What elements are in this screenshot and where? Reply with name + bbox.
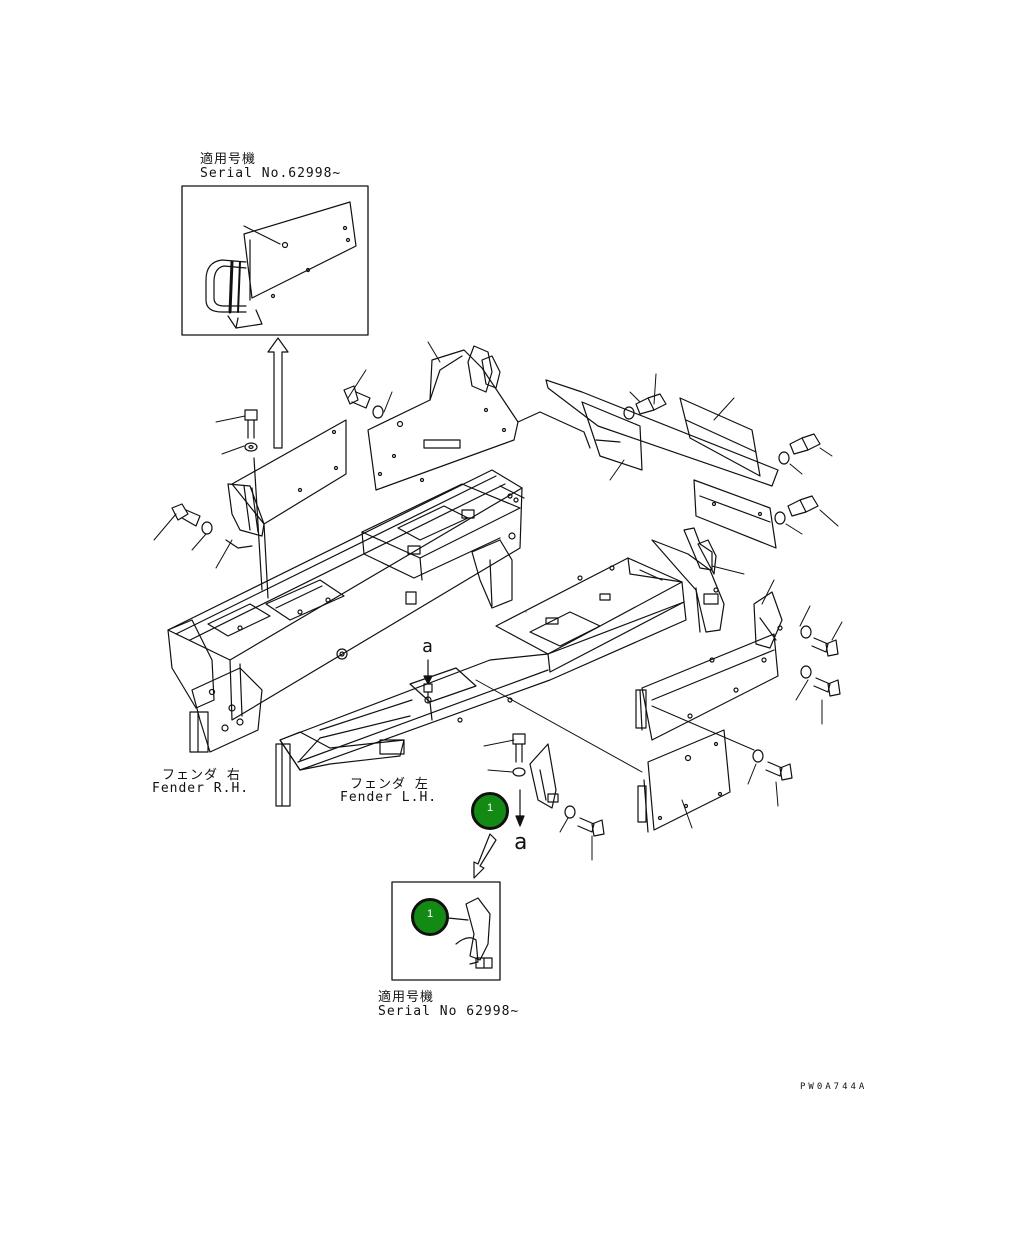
fender-lh-label-en: Fender L.H. (340, 790, 438, 805)
inset-bottom-label-jp: 適用号機 (378, 990, 435, 1005)
fasteners (171, 385, 841, 837)
part-callout-number: 1 (486, 802, 494, 814)
rh-fender-panel (225, 419, 347, 599)
left-fender-plates (367, 345, 779, 549)
fender-rh-label-en: Fender R.H. (152, 781, 250, 796)
part-callout-badge[interactable]: 1 (471, 792, 509, 830)
fender-rh-label-jp: フェンダ 右 (162, 768, 241, 783)
inset-top-label-jp: 適用号機 (200, 152, 257, 167)
main-frame (167, 469, 525, 753)
fender-lh-label-jp: フェンダ 左 (350, 777, 429, 792)
inset-part-callout-number: 1 (426, 908, 434, 920)
arrow-to-lower-inset (473, 833, 497, 879)
inset-bottom-detail (391, 881, 501, 981)
detail-a-lower-label: a (514, 830, 529, 855)
inset-bottom-label-serial: Serial No 62998~ (378, 1004, 520, 1019)
arrow-up-to-inset (267, 337, 289, 449)
inset-top-detail (181, 185, 369, 336)
right-fender-brackets (635, 527, 783, 833)
detail-a-arrows (423, 659, 525, 827)
right-beam (275, 557, 687, 807)
inset-top-label-serial: Serial No.62998~ (200, 166, 342, 181)
detail-a-upper-label: a (422, 636, 434, 657)
drawing-code: PW0A744A (800, 1082, 868, 1092)
leader-lines (153, 341, 843, 861)
inset-part-callout-badge[interactable]: 1 (411, 898, 449, 936)
